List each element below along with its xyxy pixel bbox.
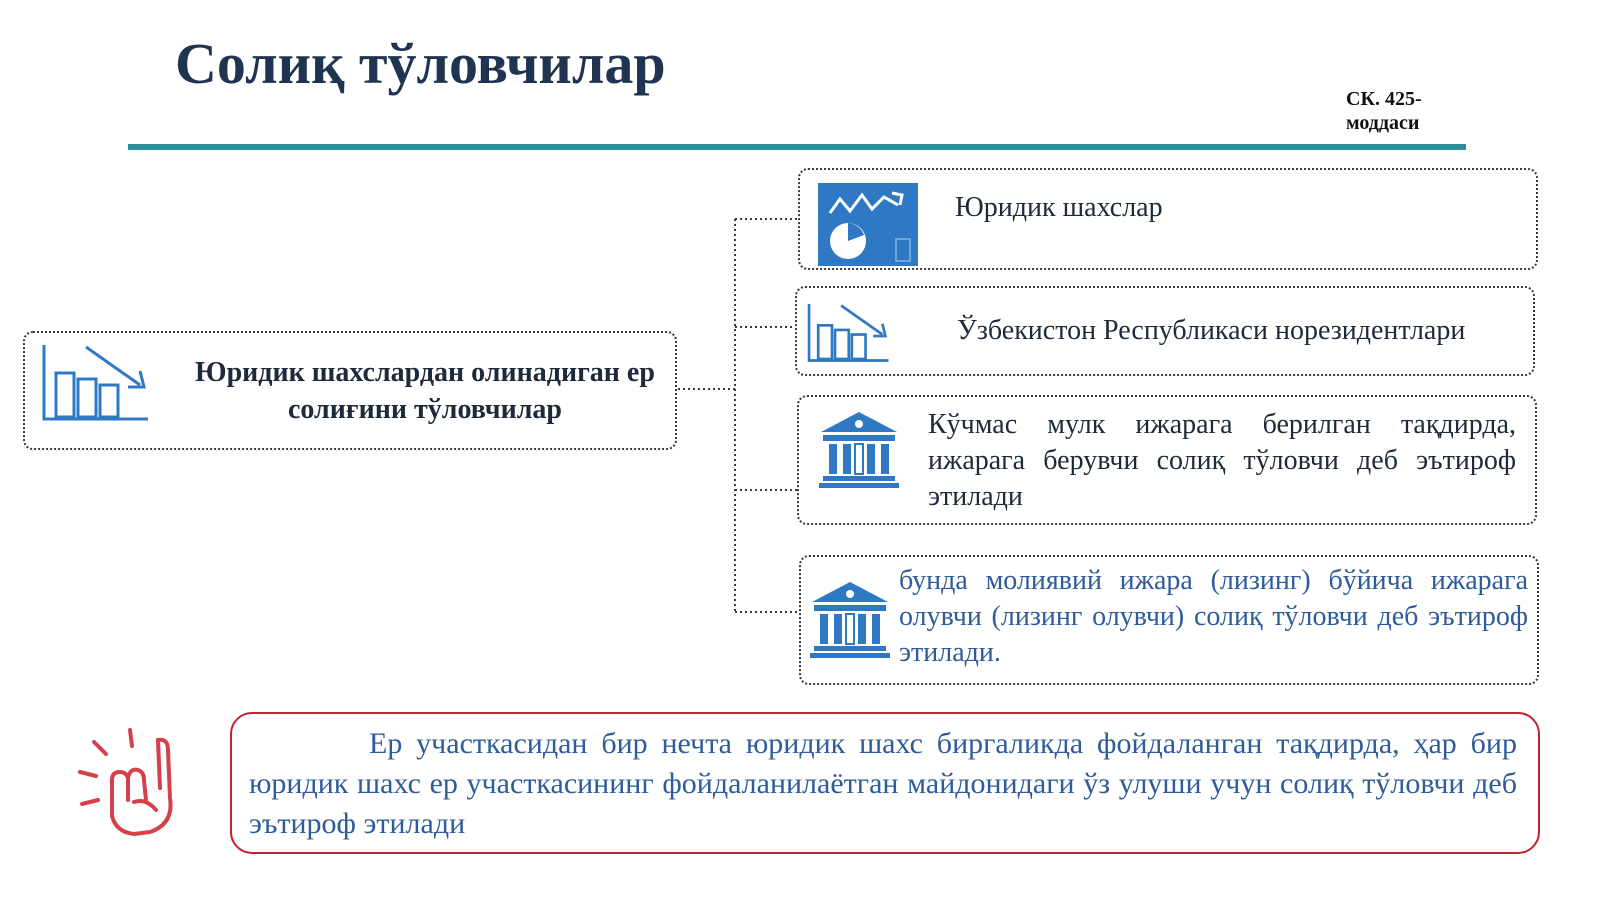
note-box — [230, 712, 1540, 854]
article-reference: СК. 425-моддаси — [1346, 88, 1422, 134]
list-item — [799, 555, 1539, 685]
list-item-text: Ўзбекистон Республикаси норезидентлари — [957, 315, 1466, 346]
list-item — [798, 168, 1538, 270]
bar-chart-down-icon — [806, 296, 890, 370]
list-item — [797, 395, 1537, 525]
main-category-box — [23, 331, 677, 450]
list-item-text: Юридик шахслар — [955, 192, 1163, 223]
list-item-text: Кўчмас мулк ижарага берилган тақдирда, и… — [928, 409, 1516, 512]
bank-building-icon — [808, 580, 892, 660]
bank-building-icon — [817, 410, 901, 490]
pointing-hand-icon — [72, 728, 184, 836]
list-item-text: бунда молиявий ижара (лизинг) бўйича ижа… — [899, 565, 1528, 668]
analytics-chart-icon — [818, 183, 918, 266]
bar-chart-down-icon — [40, 343, 150, 423]
main-category-label: Юридик шахслардан олинадиган ер солиғини… — [195, 357, 655, 425]
list-item — [795, 286, 1535, 376]
note-text: Ер участкасидан бир нечта юридик шахс би… — [249, 727, 1517, 840]
page-title: Солиқ тўловчилар — [175, 31, 666, 96]
title-divider — [128, 144, 1466, 150]
